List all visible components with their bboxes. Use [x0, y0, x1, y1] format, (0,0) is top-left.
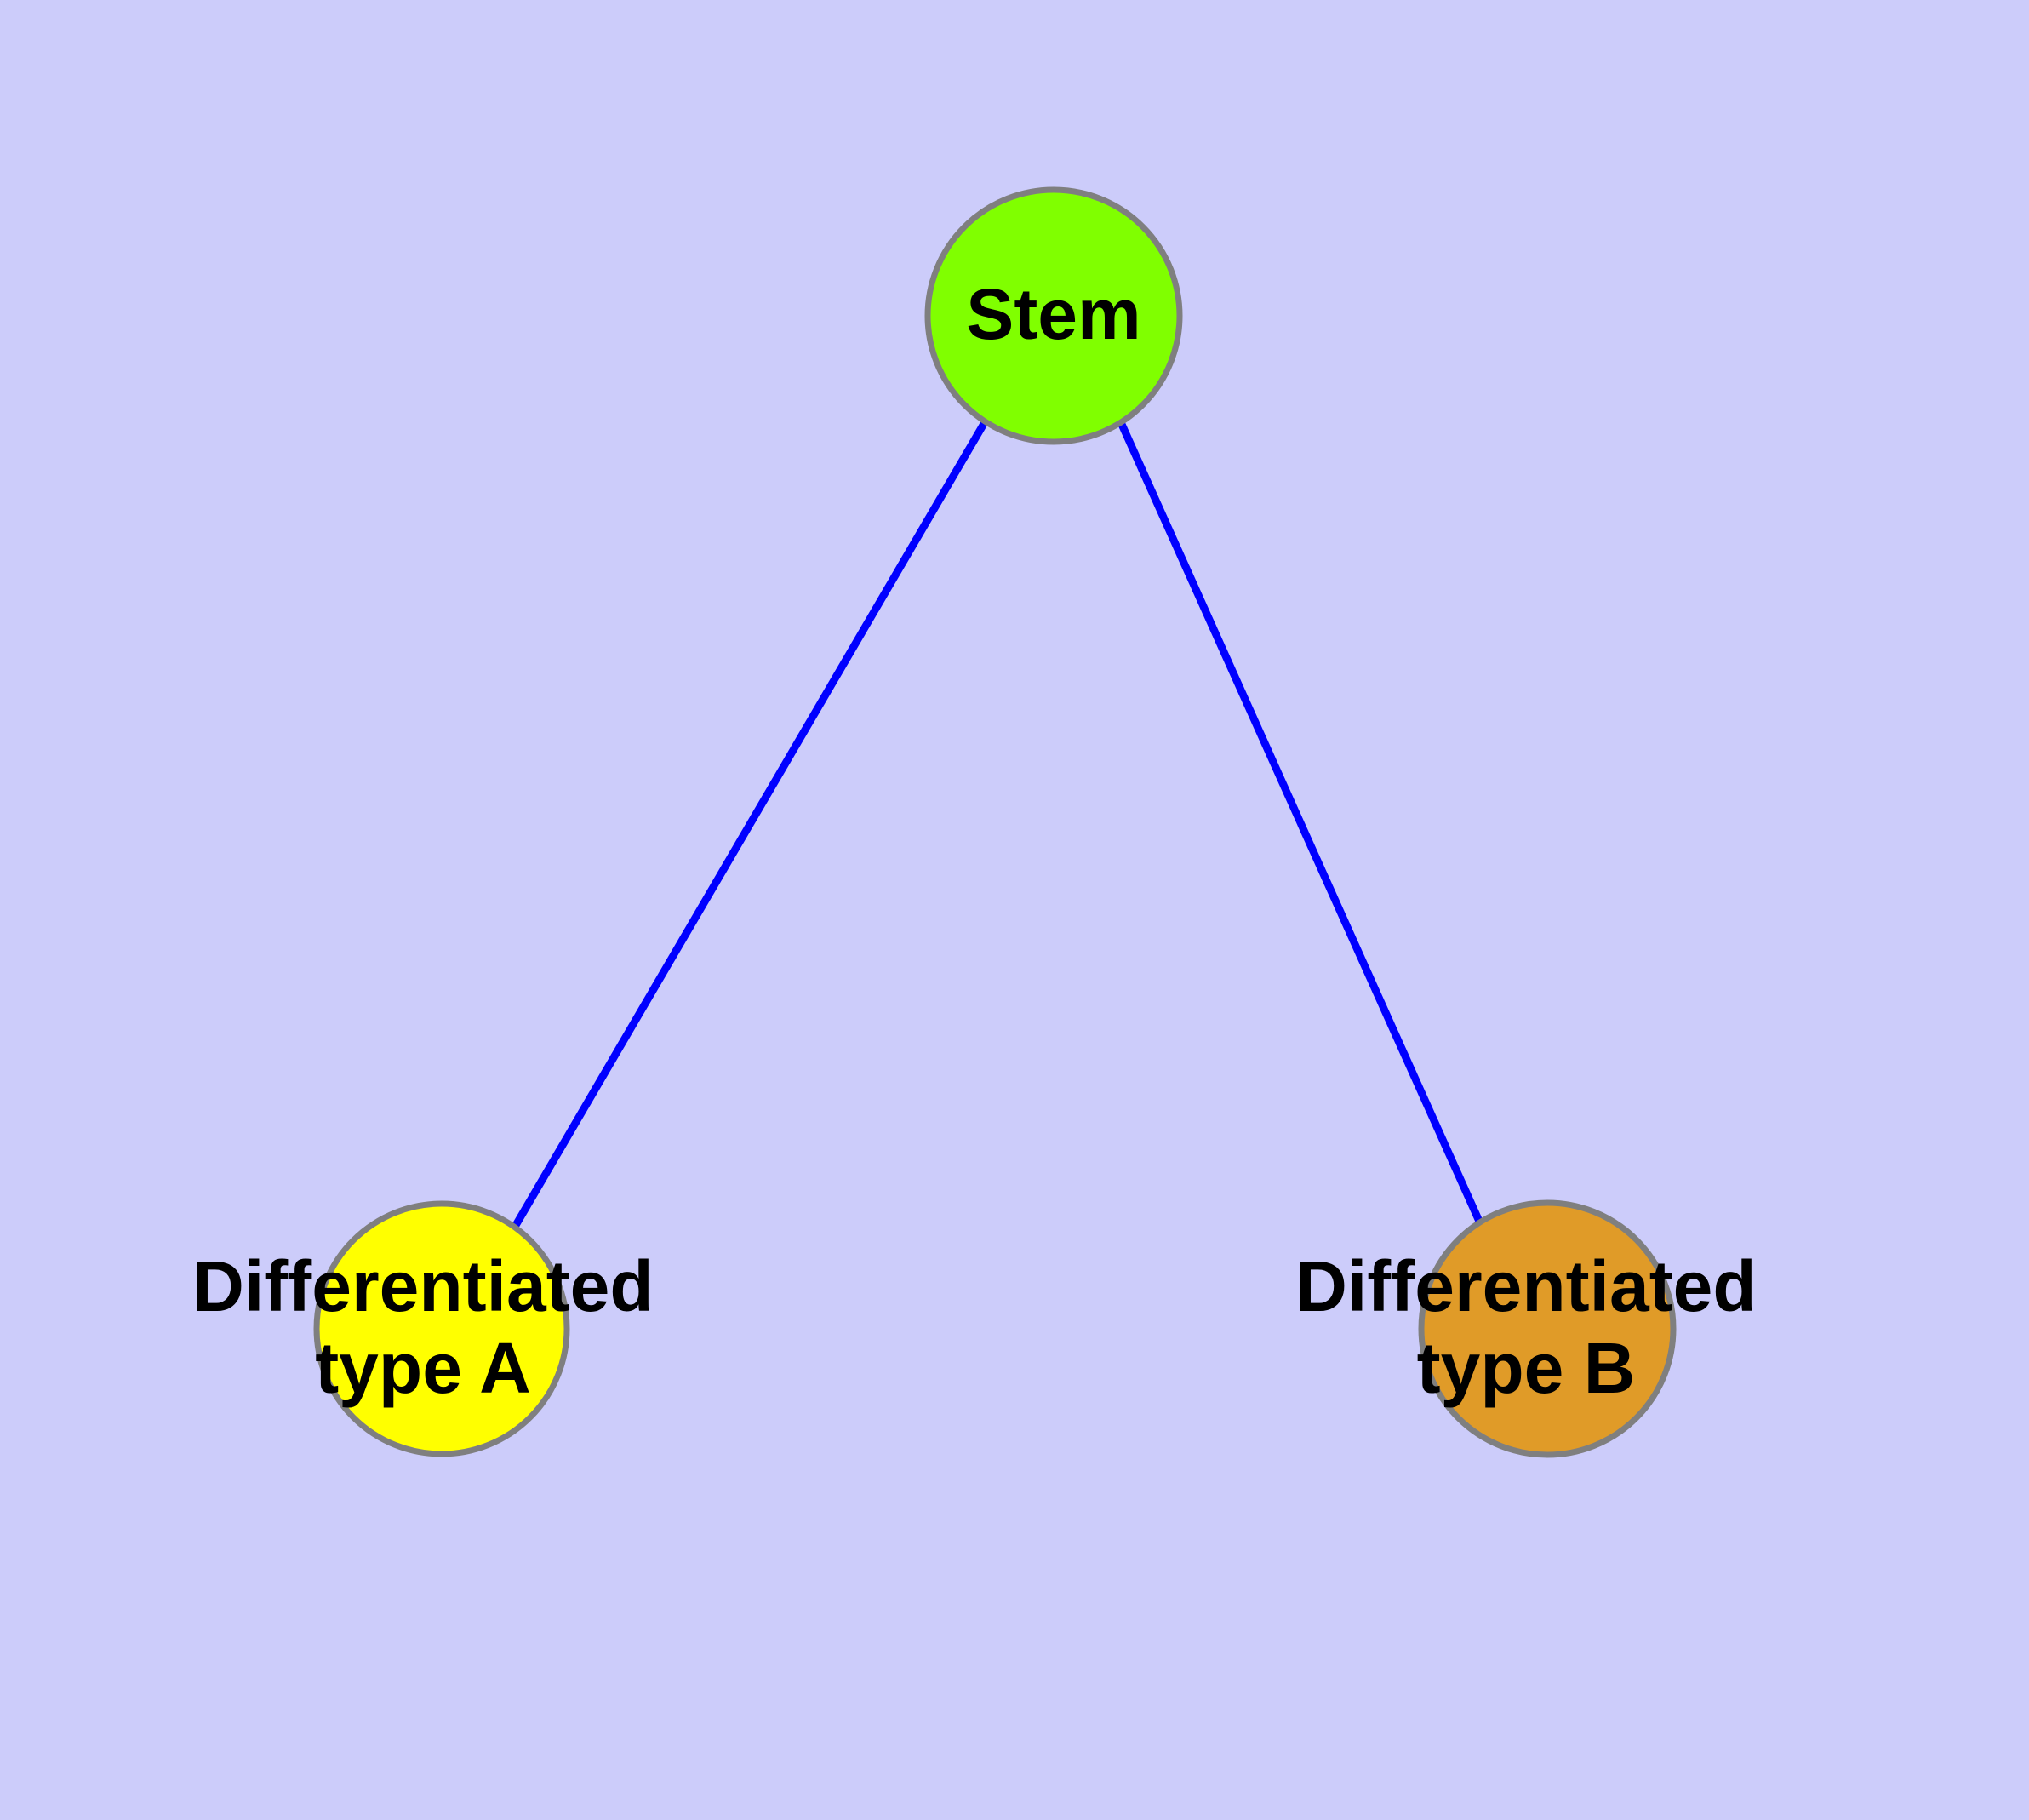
edge-stem-to-type-a[interactable]: [512, 420, 988, 1229]
nodes-group: [313, 186, 1677, 1458]
edge-stem-to-type-b[interactable]: [1116, 419, 1485, 1227]
node-type-a-circle[interactable]: [313, 1200, 570, 1457]
node-stem-label: Stem: [966, 274, 1140, 354]
node-label-line: Differentiated: [192, 1246, 653, 1326]
edges-group: [512, 419, 1485, 1229]
node-label-line: Stem: [966, 274, 1140, 354]
node-label-line: type A: [315, 1328, 531, 1408]
node-type-b-circle[interactable]: [1418, 1199, 1677, 1458]
node-label-line: Differentiated: [1295, 1246, 1756, 1326]
node-stem-circle[interactable]: [924, 186, 1183, 445]
node-label-line: type B: [1417, 1328, 1636, 1408]
